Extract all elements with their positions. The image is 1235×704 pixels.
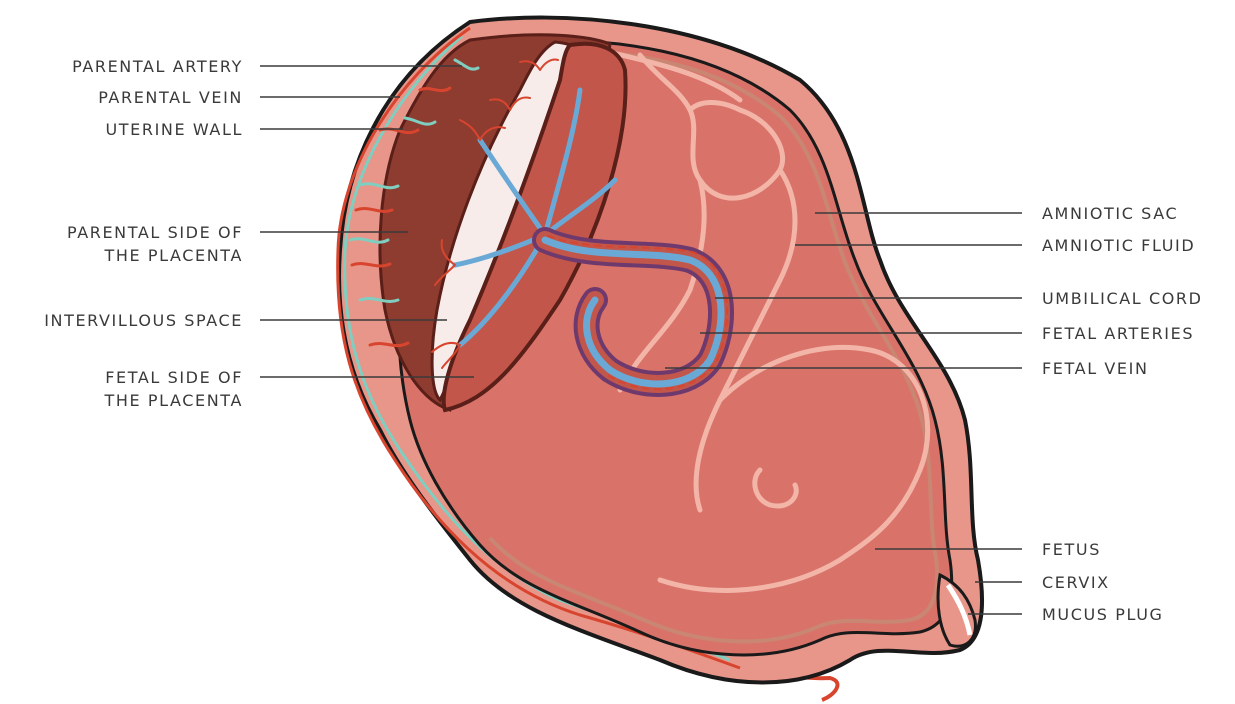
label-parental-side-line2: THE PLACENTA bbox=[67, 244, 243, 267]
label-uterine-wall: UTERINE WALL bbox=[105, 118, 243, 141]
label-fetal-vein: FETAL VEIN bbox=[1042, 357, 1149, 380]
label-parental-side-line1: PARENTAL SIDE OF bbox=[67, 221, 243, 244]
label-cervix: CERVIX bbox=[1042, 571, 1110, 594]
label-parental-vein: PARENTAL VEIN bbox=[98, 86, 243, 109]
label-mucus-plug: MUCUS PLUG bbox=[1042, 603, 1164, 626]
label-fetal-arteries: FETAL ARTERIES bbox=[1042, 322, 1194, 345]
label-umbilical-cord: UMBILICAL CORD bbox=[1042, 287, 1203, 310]
label-amniotic-fluid: AMNIOTIC FLUID bbox=[1042, 234, 1195, 257]
label-fetal-side-line2: THE PLACENTA bbox=[104, 389, 243, 412]
label-parental-side: PARENTAL SIDE OF THE PLACENTA bbox=[67, 221, 243, 267]
label-amniotic-sac: AMNIOTIC SAC bbox=[1042, 202, 1178, 225]
label-parental-artery: PARENTAL ARTERY bbox=[72, 55, 243, 78]
label-fetus: FETUS bbox=[1042, 538, 1101, 561]
label-fetal-side-line1: FETAL SIDE OF bbox=[104, 366, 243, 389]
label-intervillous-space: INTERVILLOUS SPACE bbox=[44, 309, 243, 332]
label-fetal-side: FETAL SIDE OF THE PLACENTA bbox=[104, 366, 243, 412]
